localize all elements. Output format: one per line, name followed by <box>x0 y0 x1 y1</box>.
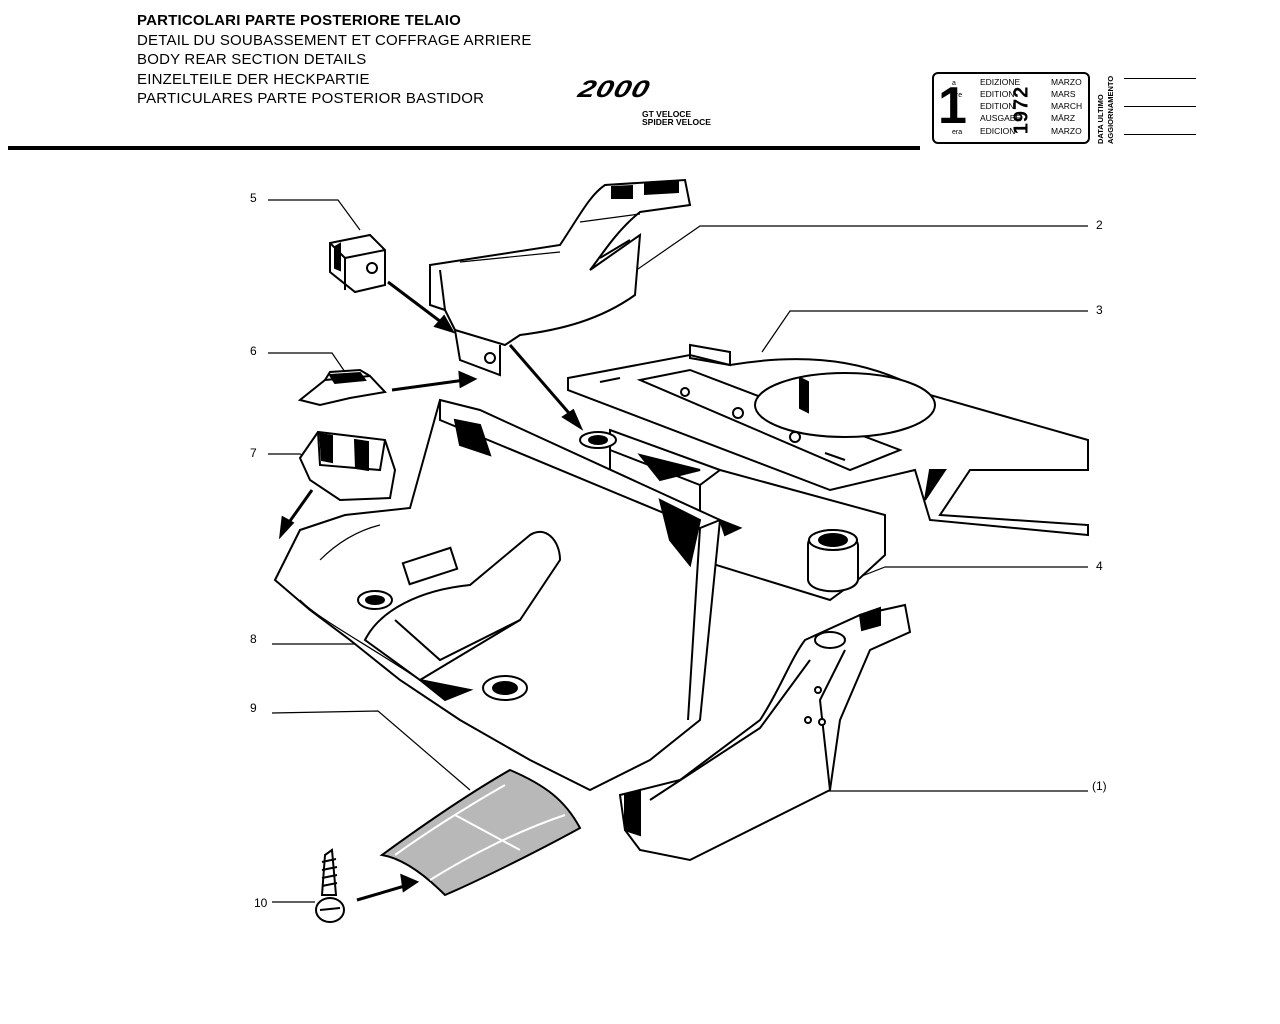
part-1-side-rail <box>618 603 912 862</box>
part-9-cover-plate <box>379 768 582 897</box>
callout-4: 4 <box>1096 559 1103 573</box>
model-logo: 2000 GT VELOCE SPIDER VELOCE <box>575 76 712 134</box>
edition-suffix: . <box>952 116 954 123</box>
part-5-bracket <box>329 233 386 294</box>
part-7-clip-bracket <box>298 430 397 502</box>
header-rule <box>8 146 920 150</box>
callout-7: 7 <box>250 446 257 460</box>
title-line-de: EINZELTEILE DER HECKPARTIE <box>137 70 370 88</box>
part-8-floor-pan <box>273 398 722 792</box>
edition-month: MÄRZ <box>1051 113 1076 123</box>
callout-10: 10 <box>254 896 268 910</box>
leader-line-3 <box>761 310 1088 353</box>
title-line-en: BODY REAR SECTION DETAILS <box>137 51 367 68</box>
edition-suffix: ere <box>952 92 963 99</box>
part-10-screw <box>315 848 345 923</box>
edition-month: MARZO <box>1051 77 1082 87</box>
callout-2: 2 <box>1096 218 1103 232</box>
callout-3: 3 <box>1096 303 1103 317</box>
edition-label: AUSGABE <box>980 113 1022 123</box>
edition-month: MARZO <box>1051 126 1082 136</box>
edition-box: 1 a ere st . era EDIZIONE EDITION EDITIO… <box>932 72 1090 144</box>
edition-suffix: a <box>952 80 956 87</box>
part-4-rear-panel <box>579 428 886 602</box>
callout-1: (1) <box>1092 779 1107 793</box>
edition-label: EDICION <box>980 126 1016 136</box>
edition-label: EDITION <box>980 101 1015 111</box>
callout-6: 6 <box>250 344 257 358</box>
part-6-clip <box>297 368 388 407</box>
update-entry-line <box>1124 106 1196 107</box>
callout-8: 8 <box>250 632 257 646</box>
leader-line-5 <box>268 199 361 231</box>
logo-subtitle-spider: SPIDER VELOCE <box>642 117 711 127</box>
leader-line-1 <box>799 759 1088 792</box>
edition-month: MARCH <box>1051 101 1083 111</box>
leader-line-6 <box>268 352 346 373</box>
edition-number: 1 <box>938 77 967 135</box>
edition-suffix: st <box>952 104 958 111</box>
callout-5: 5 <box>250 191 257 205</box>
part-2-rear-rail <box>429 178 692 377</box>
title-block: PARTICOLARI PARTE POSTERIORE TELAIO DETA… <box>137 11 532 109</box>
part-3-crossmember <box>567 343 1089 537</box>
leader-line-9 <box>271 710 471 791</box>
edition-label: EDITION <box>980 89 1015 99</box>
title-line-es: PARTICULARES PARTE POSTERIOR BASTIDOR <box>137 90 485 107</box>
update-entry-line <box>1124 134 1196 135</box>
edition-month: MARS <box>1051 89 1076 99</box>
callout-9: 9 <box>250 701 257 715</box>
edition-label: EDIZIONE <box>980 77 1021 87</box>
title-line-it: PARTICOLARI PARTE POSTERIORE TELAIO <box>137 12 461 29</box>
leader-line-4 <box>861 566 1088 577</box>
title-line-fr: DETAIL DU SOUBASSEMENT ET COFFRAGE ARRIE… <box>137 31 532 49</box>
update-entry-line <box>1124 78 1196 79</box>
assembly-arrows <box>278 280 584 902</box>
edition-suffix: era <box>952 129 963 136</box>
logo-subtitle-gt: GT VELOCE <box>642 109 692 119</box>
leader-line-2 <box>624 225 1088 279</box>
